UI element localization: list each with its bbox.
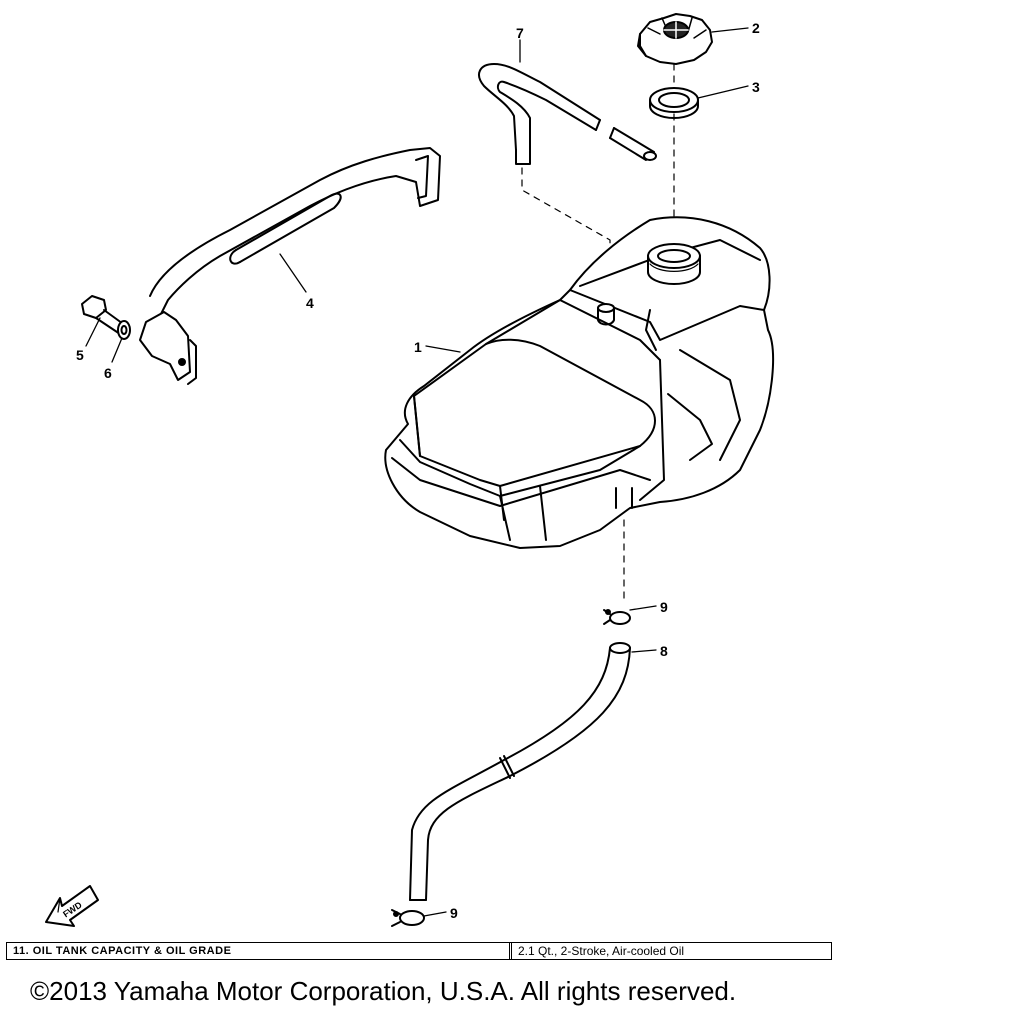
breather-hose xyxy=(478,63,657,165)
callout-1: 1 xyxy=(414,339,422,355)
spec-note-value: 2.1 Qt., 2-Stroke, Air-cooled Oil xyxy=(518,944,685,958)
callout-4: 4 xyxy=(306,295,314,311)
hose-clip-lower xyxy=(391,909,425,927)
fwd-arrow-icon xyxy=(45,885,99,927)
callout-3: 3 xyxy=(752,79,760,95)
callout-6: 6 xyxy=(104,365,112,381)
callout-5: 5 xyxy=(76,347,84,363)
callout-9-upper: 9 xyxy=(660,599,668,615)
spec-note-label: 11. OIL TANK CAPACITY & OIL GRADE xyxy=(7,943,512,959)
exploded-parts-diagram: 2 3 7 4 1 5 6 9 8 9 FWD xyxy=(45,13,775,927)
leader-lines xyxy=(85,27,749,917)
tank-bracket xyxy=(139,147,441,385)
callout-9-lower: 9 xyxy=(450,905,458,921)
callout-8: 8 xyxy=(660,643,668,659)
hose-clip-upper xyxy=(603,609,631,625)
callout-7: 7 xyxy=(516,25,524,41)
filler-cap xyxy=(637,13,713,65)
copyright-notice: ©2013 Yamaha Motor Corporation, U.S.A. A… xyxy=(30,976,737,1006)
oil-tank xyxy=(384,216,775,549)
callout-2: 2 xyxy=(752,20,760,36)
spec-note-bar: 11. OIL TANK CAPACITY & OIL GRADE 2.1 Qt… xyxy=(6,942,832,960)
oil-delivery-hose xyxy=(409,642,631,901)
bracket-washer xyxy=(117,320,131,340)
